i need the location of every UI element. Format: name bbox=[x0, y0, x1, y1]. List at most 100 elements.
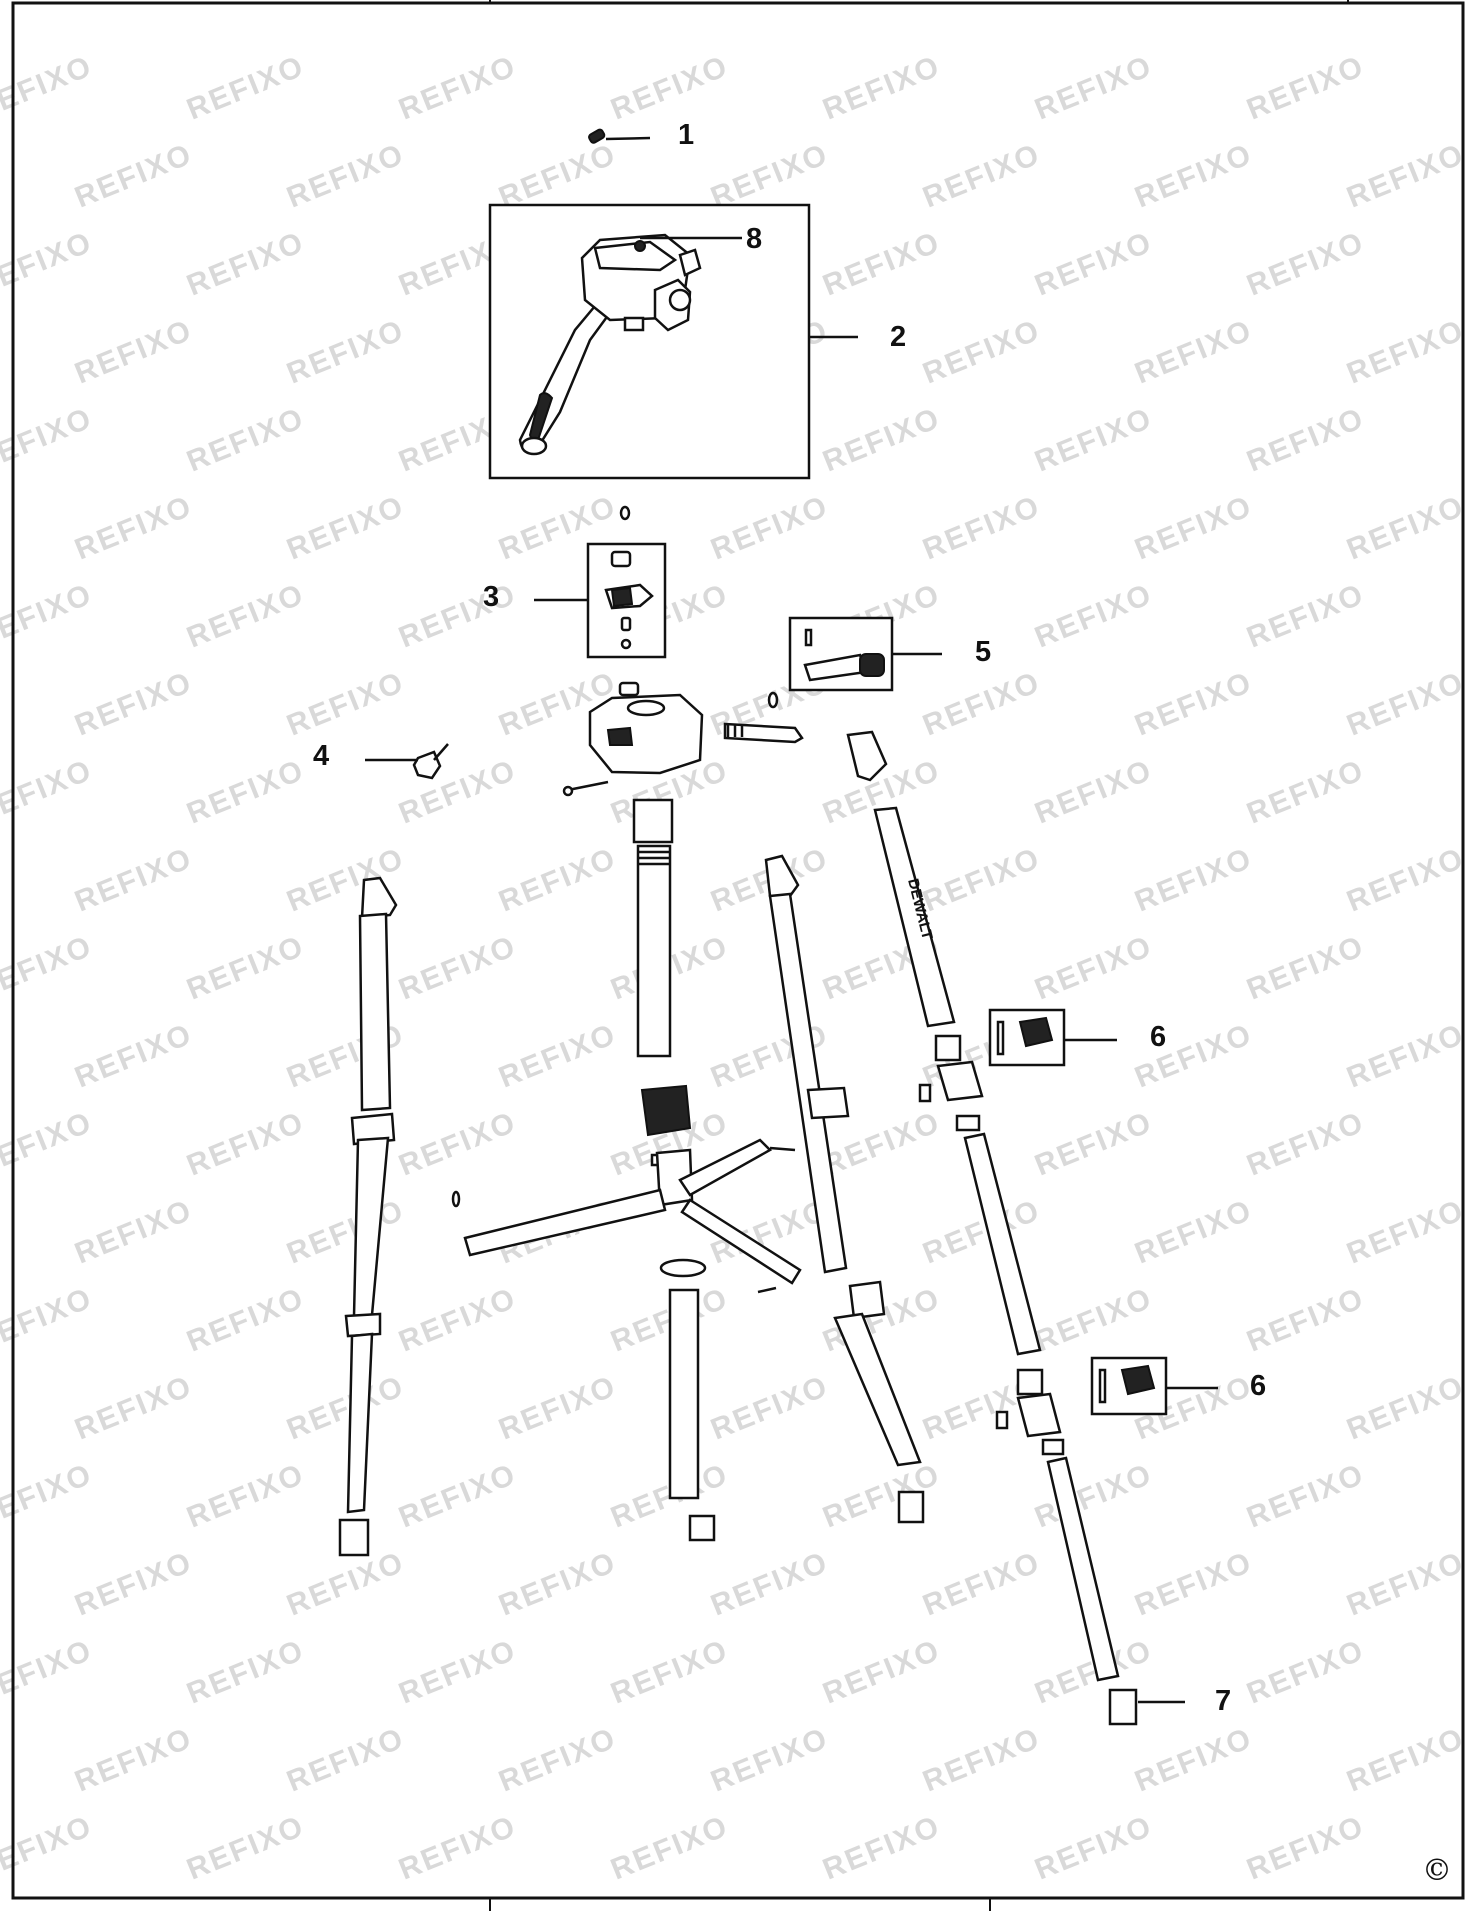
watermark-text: REFIXO bbox=[70, 666, 197, 743]
watermark-text: REFIXO bbox=[918, 842, 1045, 919]
watermark-text: REFIXO bbox=[182, 402, 309, 479]
watermark-text: REFIXO bbox=[918, 490, 1045, 567]
watermark-text: REFIXO bbox=[0, 930, 97, 1007]
watermark-text: REFIXO bbox=[394, 1282, 521, 1359]
watermark-text: REFIXO bbox=[1242, 402, 1369, 479]
spreader-base bbox=[451, 1138, 802, 1294]
watermark-text: REFIXO bbox=[282, 138, 409, 215]
watermark-text: REFIXO bbox=[1242, 1282, 1369, 1359]
watermark-text: REFIXO bbox=[1342, 842, 1469, 919]
watermark-text: REFIXO bbox=[282, 1370, 409, 1447]
watermark-text: REFIXO bbox=[918, 666, 1045, 743]
watermark-text: REFIXO bbox=[182, 1810, 309, 1887]
watermark-text: REFIXO bbox=[1030, 1106, 1157, 1183]
watermark-text: REFIXO bbox=[1342, 1370, 1469, 1447]
watermark-text: REFIXO bbox=[394, 1106, 521, 1183]
watermark-text: REFIXO bbox=[282, 490, 409, 567]
watermark-text: REFIXO bbox=[606, 1810, 733, 1887]
watermark-text: REFIXO bbox=[1342, 1018, 1469, 1095]
watermark-text: REFIXO bbox=[494, 1370, 621, 1447]
watermark-text: REFIXO bbox=[818, 1810, 945, 1887]
callout-5-label: 5 bbox=[975, 636, 991, 668]
watermark-text: REFIXO bbox=[0, 578, 97, 655]
watermark-text: REFIXO bbox=[494, 842, 621, 919]
watermark-text: REFIXO bbox=[1030, 1282, 1157, 1359]
watermark-text: REFIXO bbox=[282, 666, 409, 743]
watermark-text: REFIXO bbox=[282, 1722, 409, 1799]
watermark-text: REFIXO bbox=[70, 1018, 197, 1095]
watermark-text: REFIXO bbox=[70, 314, 197, 391]
watermark-text: REFIXO bbox=[1030, 226, 1157, 303]
callout-2-label: 2 bbox=[890, 321, 906, 353]
watermark-text: REFIXO bbox=[1242, 226, 1369, 303]
part-5-lever: 5 bbox=[788, 616, 991, 692]
watermark-text: REFIXO bbox=[1242, 754, 1369, 831]
watermark-text: REFIXO bbox=[494, 138, 621, 215]
leg-middle bbox=[764, 854, 925, 1524]
watermark-text: REFIXO bbox=[706, 490, 833, 567]
watermark-text: REFIXO bbox=[0, 1458, 97, 1535]
watermark-text: REFIXO bbox=[1030, 50, 1157, 127]
watermark-text: REFIXO bbox=[818, 402, 945, 479]
watermark-text: REFIXO bbox=[1342, 666, 1469, 743]
watermark-text: REFIXO bbox=[818, 50, 945, 127]
part-6-clamp-lower: 6 bbox=[1090, 1356, 1266, 1416]
watermark-text: REFIXO bbox=[918, 138, 1045, 215]
watermark-text: REFIXO bbox=[1130, 1722, 1257, 1799]
watermark-text: REFIXO bbox=[1130, 138, 1257, 215]
watermark-text: REFIXO bbox=[818, 226, 945, 303]
watermark-text: REFIXO bbox=[1130, 1194, 1257, 1271]
watermark-text: REFIXO bbox=[182, 1634, 309, 1711]
watermark-text: REFIXO bbox=[0, 754, 97, 831]
watermark-text: REFIXO bbox=[394, 578, 521, 655]
leg-left bbox=[338, 876, 398, 1557]
watermark-text: REFIXO bbox=[706, 1370, 833, 1447]
part-7-foot: 7 bbox=[1138, 1685, 1231, 1717]
callout-3-label: 3 bbox=[483, 581, 499, 613]
watermark-text: REFIXO bbox=[182, 1458, 309, 1535]
watermark-text: REFIXO bbox=[0, 1810, 97, 1887]
watermark-text: REFIXO bbox=[706, 138, 833, 215]
watermark-text: REFIXO bbox=[494, 1722, 621, 1799]
part-2-pan-head: 8 2 bbox=[488, 203, 906, 480]
watermark-text: REFIXO bbox=[282, 314, 409, 391]
watermark-text: REFIXO bbox=[394, 1810, 521, 1887]
watermark-text: REFIXO bbox=[70, 1194, 197, 1271]
leg-right: DEWALT bbox=[846, 730, 1138, 1726]
watermark-text: REFIXO bbox=[70, 1722, 197, 1799]
watermark-text: REFIXO bbox=[1342, 138, 1469, 215]
watermark-text: REFIXO bbox=[606, 1634, 733, 1711]
watermark-text: REFIXO bbox=[1242, 1810, 1369, 1887]
watermark-text: REFIXO bbox=[182, 226, 309, 303]
watermark-text: REFIXO bbox=[394, 1458, 521, 1535]
watermark-text: REFIXO bbox=[0, 226, 97, 303]
watermark-text: REFIXO bbox=[1030, 1810, 1157, 1887]
part-1-screw: 1 bbox=[588, 119, 694, 151]
callout-7-label: 7 bbox=[1215, 1685, 1231, 1717]
tripod-top-hub bbox=[562, 681, 804, 797]
watermark-text: REFIXO bbox=[394, 930, 521, 1007]
watermark-text: REFIXO bbox=[1342, 1722, 1469, 1799]
watermark-text: REFIXO bbox=[394, 1634, 521, 1711]
watermark-text: REFIXO bbox=[1030, 754, 1157, 831]
watermark-text: REFIXO bbox=[918, 314, 1045, 391]
watermark-text: REFIXO bbox=[0, 402, 97, 479]
watermark-text: REFIXO bbox=[182, 1106, 309, 1183]
watermark-text: REFIXO bbox=[282, 1546, 409, 1623]
watermark-text: REFIXO bbox=[918, 1546, 1045, 1623]
watermark-text: REFIXO bbox=[70, 1370, 197, 1447]
watermark-text: REFIXO bbox=[918, 1722, 1045, 1799]
callout-6a-label: 6 bbox=[1150, 1021, 1166, 1053]
watermark-text: REFIXO bbox=[1342, 1546, 1469, 1623]
watermark-text: REFIXO bbox=[0, 50, 97, 127]
watermark-text: REFIXO bbox=[70, 138, 197, 215]
watermark-text: REFIXO bbox=[1130, 842, 1257, 919]
watermark-text: REFIXO bbox=[706, 1546, 833, 1623]
callout-8-label: 8 bbox=[746, 223, 762, 255]
watermark-text: REFIXO bbox=[1130, 490, 1257, 567]
watermark-text: REFIXO bbox=[1030, 930, 1157, 1007]
watermark-text: REFIXO bbox=[394, 50, 521, 127]
watermark-text: REFIXO bbox=[70, 842, 197, 919]
watermark-text: REFIXO bbox=[1242, 1106, 1369, 1183]
